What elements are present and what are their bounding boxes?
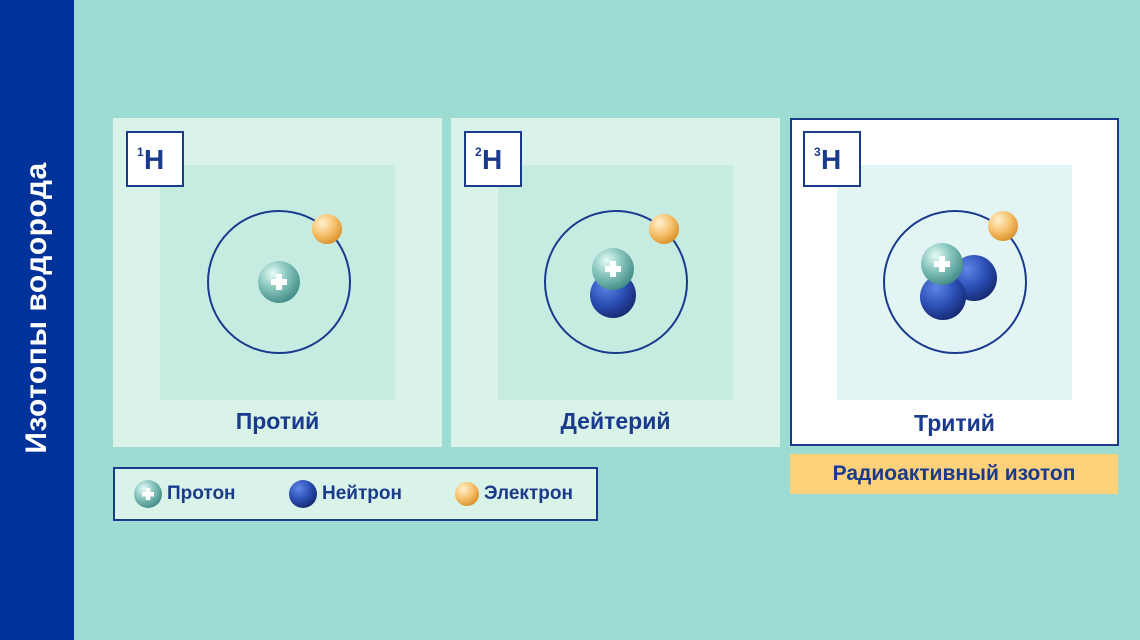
electron-orbit [883, 210, 1027, 354]
isotope-name: Протий [235, 408, 320, 434]
mass-number: 1 [137, 145, 144, 159]
isotope-symbol: 3 H [803, 131, 861, 187]
deuterium-atom-diagram [544, 210, 688, 354]
legend-item-electron: Электрон [454, 481, 573, 507]
electron-icon [455, 482, 479, 506]
isotope-card-deuterium: 2 H Дейтерий [451, 118, 780, 447]
element-symbol: H [144, 144, 165, 175]
legend-label: Электрон [484, 483, 573, 504]
tritium-atom-diagram [883, 210, 1027, 354]
isotope-symbol: 1 H [126, 131, 184, 187]
legend-label: Протон [167, 483, 236, 504]
legend: Протон Нейтрон Электрон [113, 467, 598, 521]
proton-icon [258, 261, 300, 303]
isotope-symbol: 2 H [464, 131, 522, 187]
isotope-card-protium: 1 H Протий [113, 118, 442, 447]
element-symbol: H [821, 144, 842, 175]
electron-orbit [207, 210, 351, 354]
isotope-name: Дейтерий [560, 408, 671, 434]
neutron-icon [289, 480, 317, 508]
mass-number: 2 [475, 145, 482, 159]
neutron-icon [920, 274, 966, 320]
legend-label: Нейтрон [322, 483, 402, 504]
mass-number: 3 [814, 145, 821, 159]
electron-icon [312, 214, 342, 244]
isotope-card-tritium: 3 H Тритий [790, 118, 1119, 446]
sidebar: Изотопы водорода [0, 0, 74, 640]
protium-atom-diagram [207, 210, 351, 354]
legend-item-neutron: Нейтрон [288, 480, 402, 508]
proton-icon [921, 243, 963, 285]
electron-orbit [544, 210, 688, 354]
proton-icon [134, 480, 162, 508]
page-title: Изотопы водорода [20, 162, 53, 454]
electron-icon [988, 211, 1018, 241]
proton-icon [592, 248, 634, 290]
radioactive-badge: Радиоактивный изотоп [790, 454, 1118, 494]
legend-item-proton: Протон [133, 480, 236, 508]
element-symbol: H [482, 144, 503, 175]
isotope-name: Тритий [914, 410, 995, 436]
electron-icon [649, 214, 679, 244]
